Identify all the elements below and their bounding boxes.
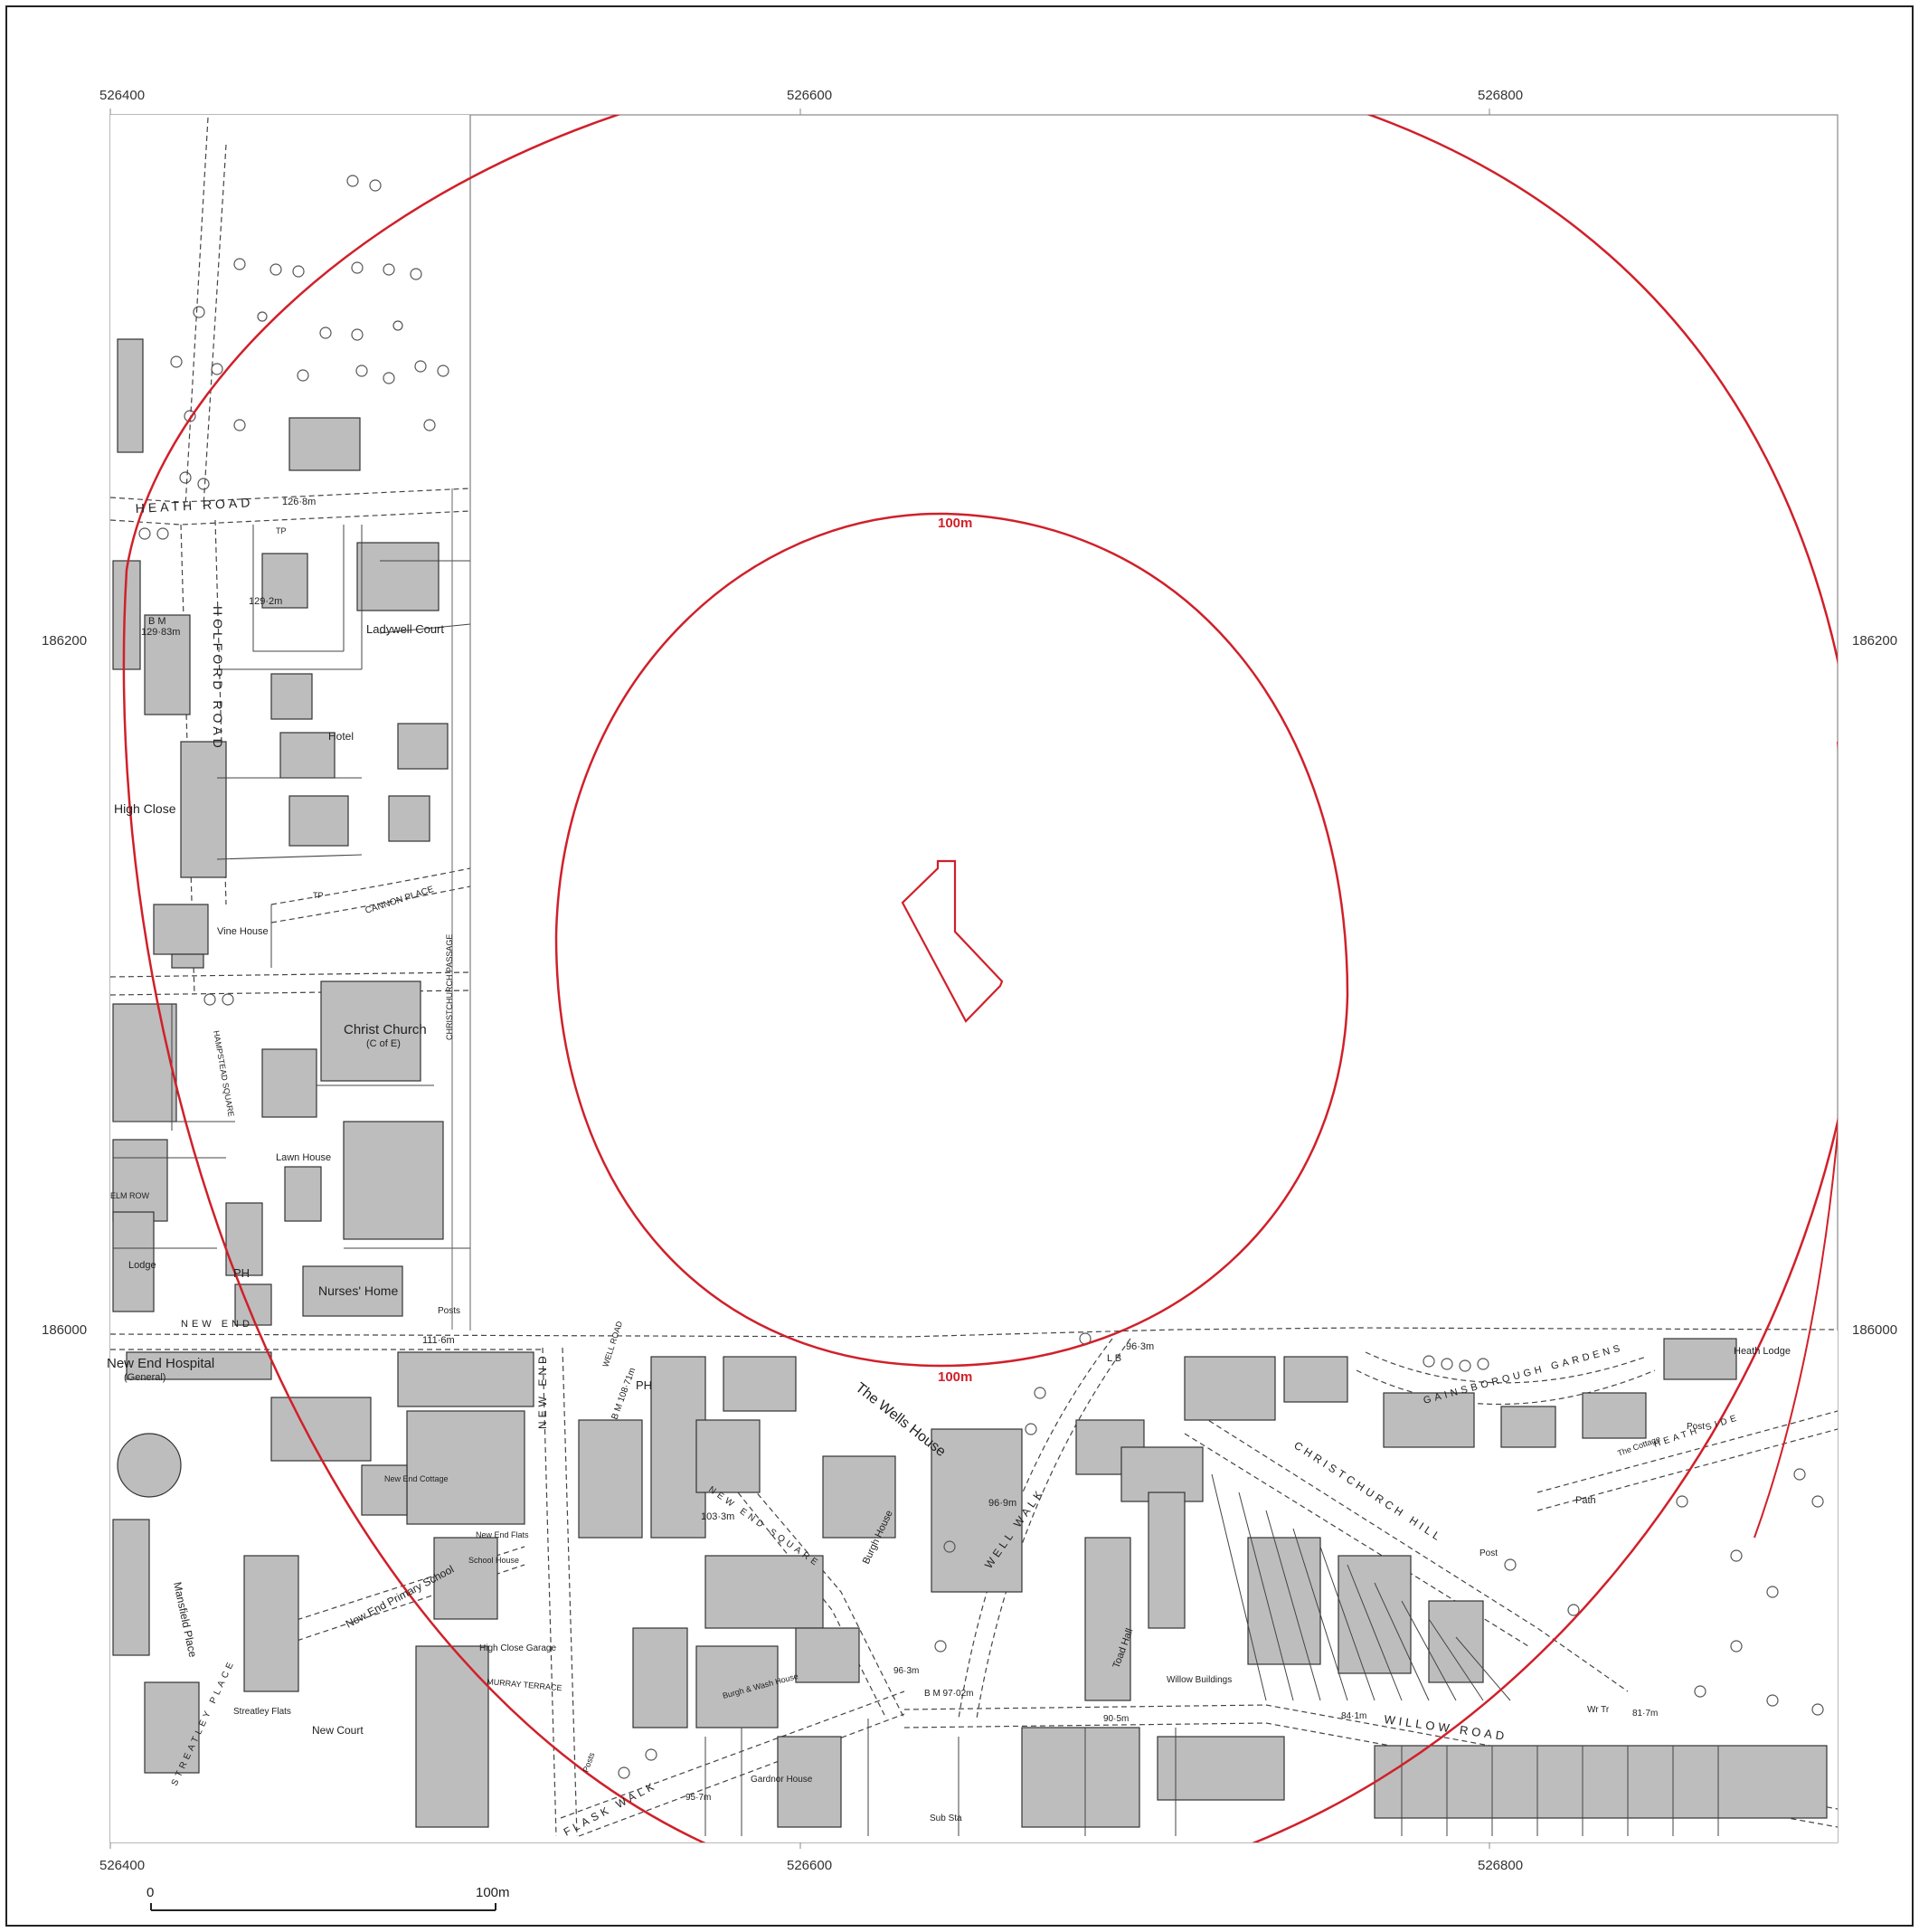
label-high-close-garage: High Close Garage (479, 1643, 556, 1653)
tree-symbols (138, 175, 449, 1006)
outer-buffer-ring-inner-edge (1754, 742, 1838, 1539)
label-christ-church-sub: (C of E) (366, 1038, 401, 1049)
label-height-81-7: 81·7m (1632, 1709, 1658, 1719)
label-height-90-5: 90·5m (1103, 1714, 1129, 1724)
label-height-126: 126·8m (282, 497, 316, 507)
label-height-95-7: 95·7m (685, 1793, 711, 1803)
label-holford-road: HOLFORD ROAD (211, 606, 225, 752)
label-new-court: New Court (312, 1724, 364, 1737)
buffer-rings (122, 115, 1838, 1842)
outer-buffer-label: 100m (938, 1369, 972, 1385)
label-gardnor-house: Gardnor House (751, 1775, 813, 1785)
easting-top-2: 526600 (787, 88, 832, 103)
label-height-96-3-top: 96·3m (1126, 1341, 1154, 1352)
label-new-end-hospital: New End Hospital (107, 1356, 214, 1371)
label-post-b: Post (1479, 1548, 1498, 1558)
northing-right-1: 186200 (1852, 633, 1897, 649)
scale-bar-start: 0 (147, 1885, 154, 1900)
label-sub-sta: Sub Sta (930, 1814, 962, 1823)
outer-buffer-ring (122, 115, 1838, 1842)
label-new-end-top: NEW END (181, 1319, 253, 1330)
inner-buffer-label: 100m (938, 516, 972, 531)
label-school-house: School House (468, 1556, 519, 1565)
label-nurses-home: Nurses' Home (318, 1283, 398, 1298)
scale-bar: 0 100m (147, 1885, 510, 1911)
label-heath-road: HEATH ROAD (135, 495, 253, 516)
scale-bar-end: 100m (476, 1885, 510, 1900)
label-high-close: High Close (114, 801, 176, 816)
subject-site-boundary (901, 859, 1004, 1023)
northing-left-2: 186000 (42, 1322, 87, 1338)
label-bm-129: B M (148, 616, 166, 627)
easting-bottom-2: 526600 (787, 1858, 832, 1873)
label-bm-97: B M 97·02m (924, 1689, 973, 1699)
map-tile-south (110, 1327, 1838, 1842)
label-post-a: Post (1687, 1422, 1705, 1432)
easting-top-1: 526400 (99, 88, 145, 103)
label-christ-church: Christ Church (344, 1022, 427, 1037)
label-lawn-house: Lawn House (276, 1152, 331, 1163)
inner-buffer-ring (554, 512, 1349, 1368)
label-ph-left: PH (233, 1266, 250, 1280)
label-elm-row: ELM ROW (110, 1191, 150, 1200)
label-bm-129-val: 129·83m (141, 627, 180, 638)
label-height-103: 103·3m (701, 1511, 734, 1522)
label-general: (General) (124, 1372, 165, 1383)
label-ph-mid: PH (636, 1378, 652, 1392)
label-height-96-3-bot: 96·3m (893, 1666, 919, 1676)
label-willow-buildings: Willow Buildings (1167, 1675, 1232, 1685)
label-new-end-vertical: NEW END (536, 1352, 549, 1429)
label-height-96-9: 96·9m (988, 1498, 1016, 1509)
label-new-end-flats: New End Flats (476, 1530, 529, 1539)
tree-symbols-south (618, 1332, 1824, 1779)
label-height-111: 111·6m (422, 1335, 455, 1346)
label-tp-a: TP (276, 526, 287, 535)
label-lodge: Lodge (128, 1260, 156, 1271)
easting-top-3: 526800 (1478, 88, 1523, 103)
easting-bottom-1: 526400 (99, 1858, 145, 1873)
northing-left-1: 186200 (42, 633, 87, 649)
label-hotel: Hotel (328, 730, 354, 743)
northing-right-2: 186000 (1852, 1322, 1897, 1338)
label-wr-tr: Wr Tr (1587, 1705, 1610, 1715)
label-path: Path (1575, 1495, 1596, 1506)
label-vine-house: Vine House (217, 926, 269, 937)
label-heath-lodge: Heath Lodge (1734, 1346, 1791, 1357)
easting-bottom-3: 526800 (1478, 1858, 1523, 1873)
label-new-end-cottage: New End Cottage (384, 1474, 449, 1483)
grid-ticks (109, 109, 1490, 1849)
label-height-84-1: 84·1m (1341, 1711, 1366, 1721)
label-lb: L B (1107, 1353, 1121, 1364)
label-christchurch-passage: CHRISTCHURCH PASSAGE (445, 934, 454, 1040)
map-tile-northwest (110, 115, 471, 1331)
label-streatley-flats: Streatley Flats (233, 1707, 291, 1717)
label-height-129: 129·2m (249, 596, 282, 607)
label-posts-a: Posts (438, 1306, 460, 1316)
label-tp-b: TP (313, 891, 324, 900)
label-ladywell-court: Ladywell Court (366, 622, 444, 636)
